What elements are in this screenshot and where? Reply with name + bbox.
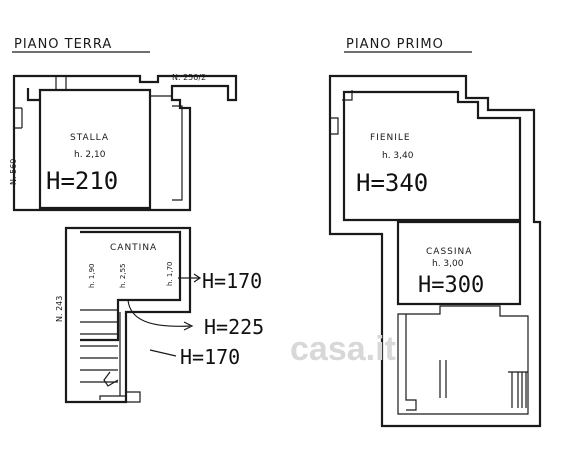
fienile-inner-wall <box>342 90 522 222</box>
cantina-handwritten-3: H=170 <box>180 345 240 369</box>
first-floor-title: PIANO PRIMO <box>346 37 444 52</box>
stalla-window-left <box>14 107 23 129</box>
lower-room-detail-left <box>405 314 417 411</box>
ground-floor-title: PIANO TERRA <box>14 37 112 52</box>
fienile-window <box>330 90 353 135</box>
neighbor-top-label: N. 250/2 <box>172 73 206 82</box>
cantina-handwritten-2: H=225 <box>204 315 264 339</box>
first-floor-outer-wall <box>328 74 542 428</box>
fienile-height: h. 3,40 <box>382 151 414 161</box>
arrow-line-2 <box>127 299 191 327</box>
cantina-staircase <box>80 309 118 383</box>
cantina-height-2: h. 2,55 <box>119 264 127 288</box>
cassina-name: CASSINA <box>426 247 472 257</box>
stalla-window-top <box>55 76 67 90</box>
cantina-height-1: h. 1,90 <box>88 264 96 288</box>
stalla-height: h. 2,10 <box>74 150 106 160</box>
neighbor-bottom-label: N. 243 <box>55 296 64 322</box>
cantina-step <box>126 391 141 403</box>
neighbor-left-label: N. 560 <box>9 159 18 185</box>
watermark: casa.it <box>290 330 396 368</box>
cantina-name: CANTINA <box>110 243 157 253</box>
fienile-name: FIENILE <box>370 133 411 143</box>
corridor-inner <box>172 105 183 201</box>
fienile-height-big: H=340 <box>356 169 428 197</box>
arrow-head-2 <box>183 321 194 331</box>
arrow-line-3 <box>149 349 177 357</box>
stalla-outer-wall <box>12 74 238 212</box>
stair-arrow <box>103 371 119 387</box>
cantina-outer-wall <box>64 226 192 404</box>
cassina-inner-wall <box>396 220 522 306</box>
cantina-height-3: h. 1,70 <box>166 262 174 286</box>
arrow-head-1 <box>193 273 202 283</box>
stalla-height-big: H=210 <box>46 167 118 195</box>
stalla-name: STALLA <box>70 133 109 143</box>
cassina-height: h. 3,00 <box>432 259 464 269</box>
cantina-handwritten-1: H=170 <box>202 269 262 293</box>
stalla-inner-wall <box>26 88 152 210</box>
cassina-height-big: H=300 <box>418 273 484 298</box>
cantina-stair-well <box>99 312 126 400</box>
cantina-inner-wall <box>80 230 182 342</box>
lower-room-stair <box>508 371 528 408</box>
lower-room-step <box>439 360 447 398</box>
lower-room-outline <box>397 305 529 415</box>
